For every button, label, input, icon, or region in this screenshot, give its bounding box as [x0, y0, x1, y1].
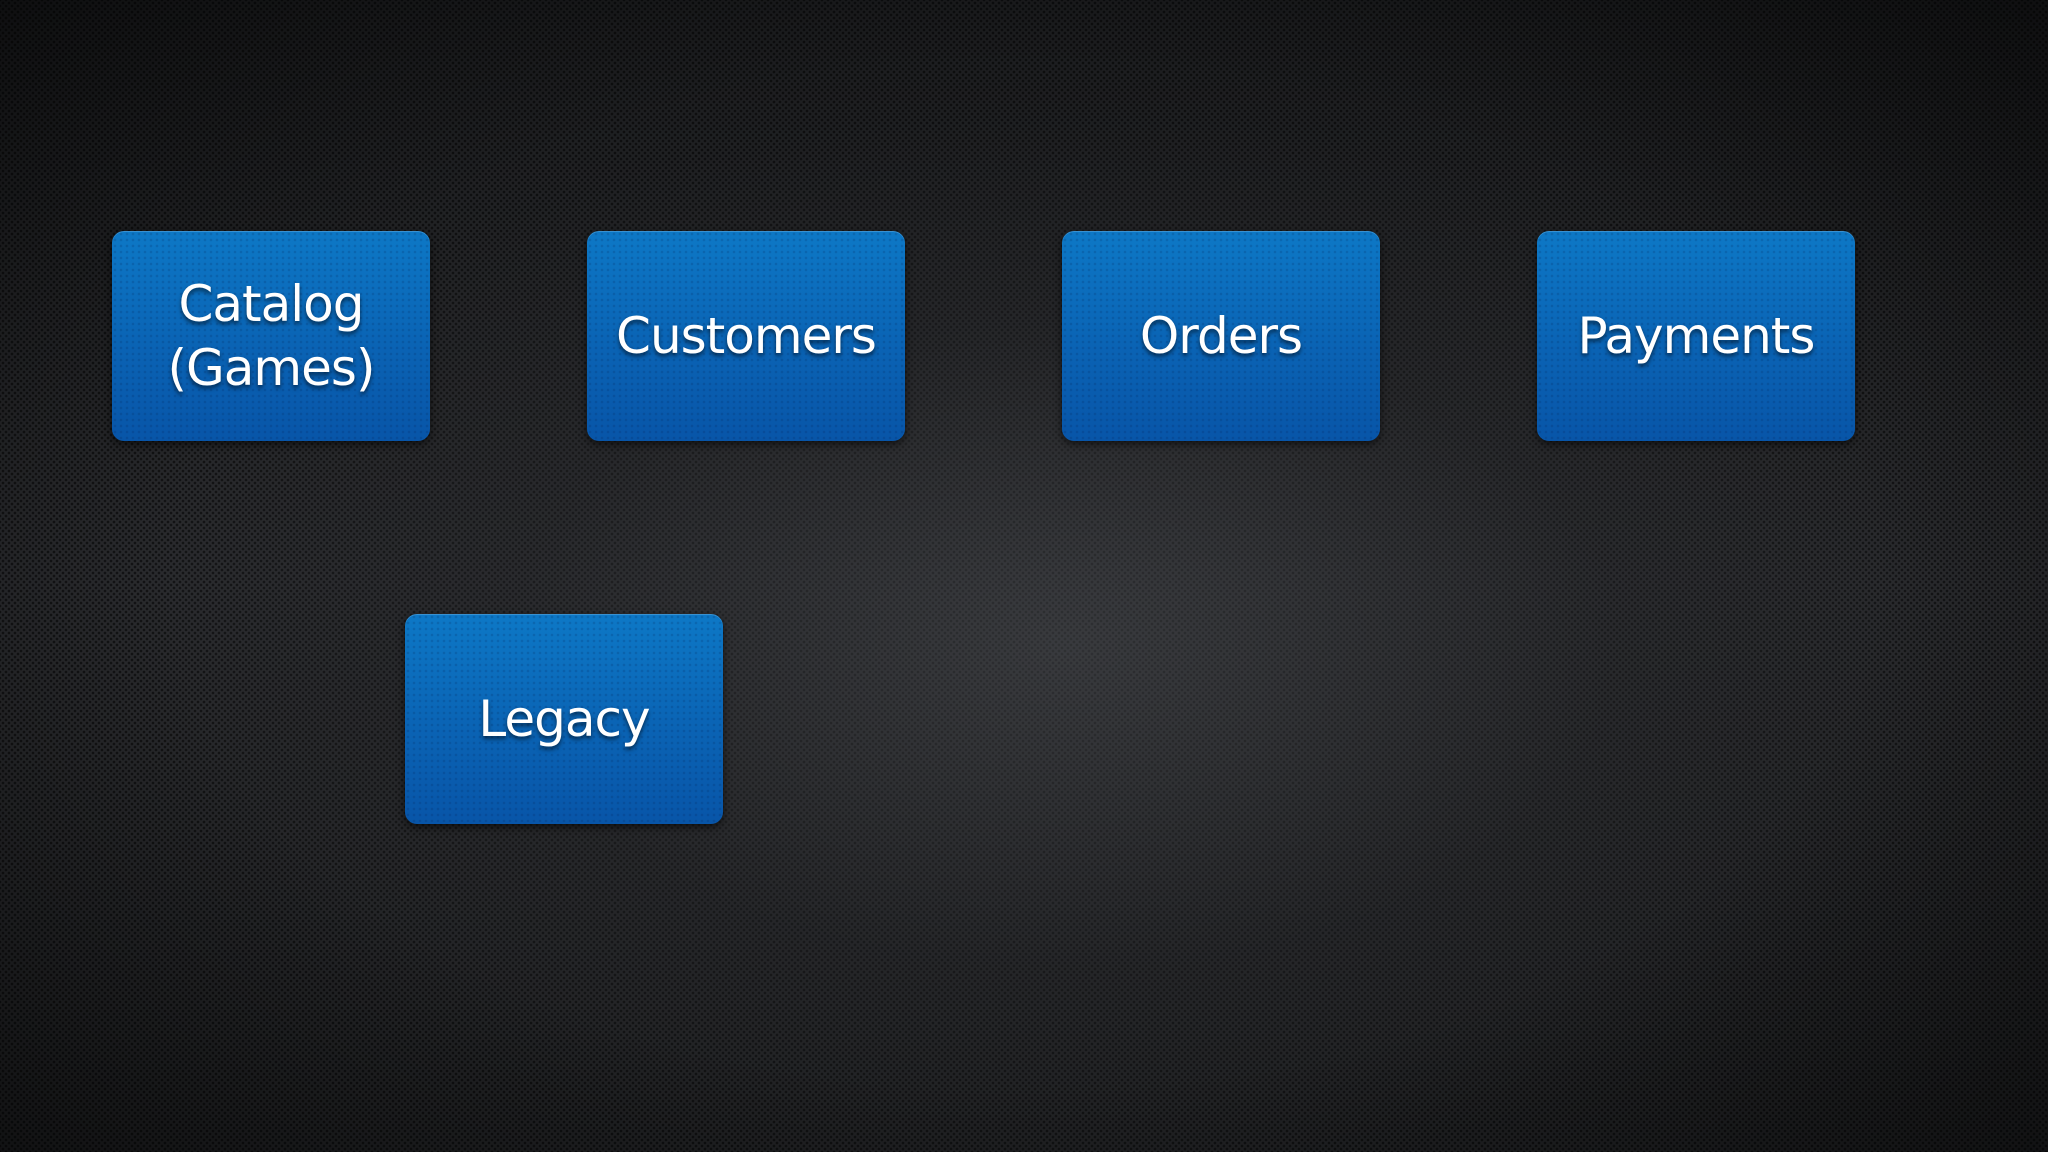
- customers-node: Customers: [587, 231, 905, 441]
- catalog-games-node: Catalog (Games): [112, 231, 430, 441]
- node-label: Legacy: [478, 690, 650, 748]
- node-label: Catalog (Games): [167, 275, 376, 397]
- orders-node: Orders: [1062, 231, 1380, 441]
- node-label: Orders: [1139, 307, 1303, 365]
- legacy-node: Legacy: [405, 614, 723, 824]
- node-label: Customers: [616, 307, 877, 365]
- payments-node: Payments: [1537, 231, 1855, 441]
- node-label: Payments: [1577, 307, 1816, 365]
